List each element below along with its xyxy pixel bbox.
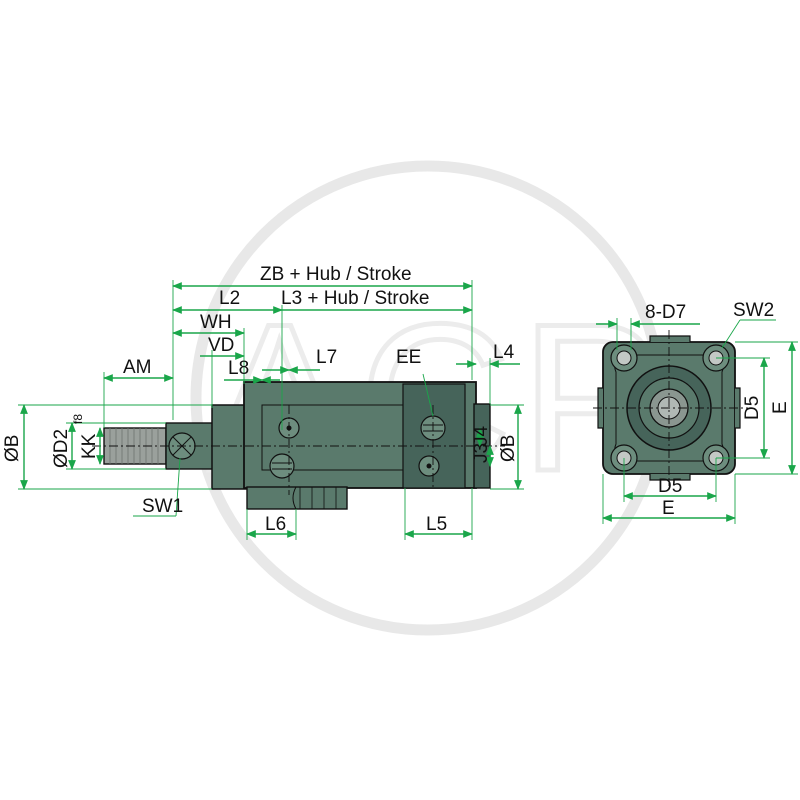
side-view (92, 381, 505, 510)
label-l7: L7 (316, 347, 337, 368)
label-j4: J4 (471, 426, 492, 447)
label-ob-right: ØB (498, 435, 519, 462)
label-am: AM (123, 357, 152, 378)
label-l3-stroke: L3 + Hub / Stroke (281, 288, 429, 309)
mounting-hole-tl (610, 344, 638, 372)
label-e-horizontal: E (662, 498, 675, 519)
label-j3: J3 (471, 443, 492, 463)
end-labels: 8-D7 SW2 D5 E D5 E (645, 300, 791, 519)
label-wh: WH (200, 312, 232, 333)
label-sw2: SW2 (733, 300, 774, 321)
label-d5-vertical: D5 (742, 396, 763, 420)
label-od2: ØD2 (51, 429, 72, 468)
label-l2: L2 (219, 288, 240, 309)
label-vd: VD (208, 335, 234, 356)
side-dimensions (18, 280, 524, 540)
label-od2-tolerance: f8 (71, 414, 85, 424)
label-l5: L5 (426, 514, 447, 535)
label-l4: L4 (493, 342, 515, 363)
label-ee: EE (396, 347, 421, 368)
label-kk: KK (79, 433, 100, 459)
side-labels: ZB + Hub / Stroke L2 L3 + Hub / Stroke W… (2, 264, 519, 535)
front-head (211, 404, 247, 490)
end-dimensions (596, 318, 798, 524)
end-view (593, 330, 748, 486)
label-sw1: SW1 (142, 496, 183, 517)
bottom-fitting (246, 486, 348, 510)
label-d5-horizontal: D5 (658, 476, 682, 497)
label-e-vertical: E (770, 401, 791, 414)
label-ob-left: ØB (2, 435, 23, 462)
port-rear-lower (418, 455, 440, 477)
label-l8: L8 (228, 358, 249, 379)
label-zb-stroke: ZB + Hub / Stroke (260, 264, 412, 285)
label-l6: L6 (265, 514, 286, 535)
port-front-lower (269, 453, 295, 479)
label-8-d7: 8-D7 (645, 302, 686, 323)
